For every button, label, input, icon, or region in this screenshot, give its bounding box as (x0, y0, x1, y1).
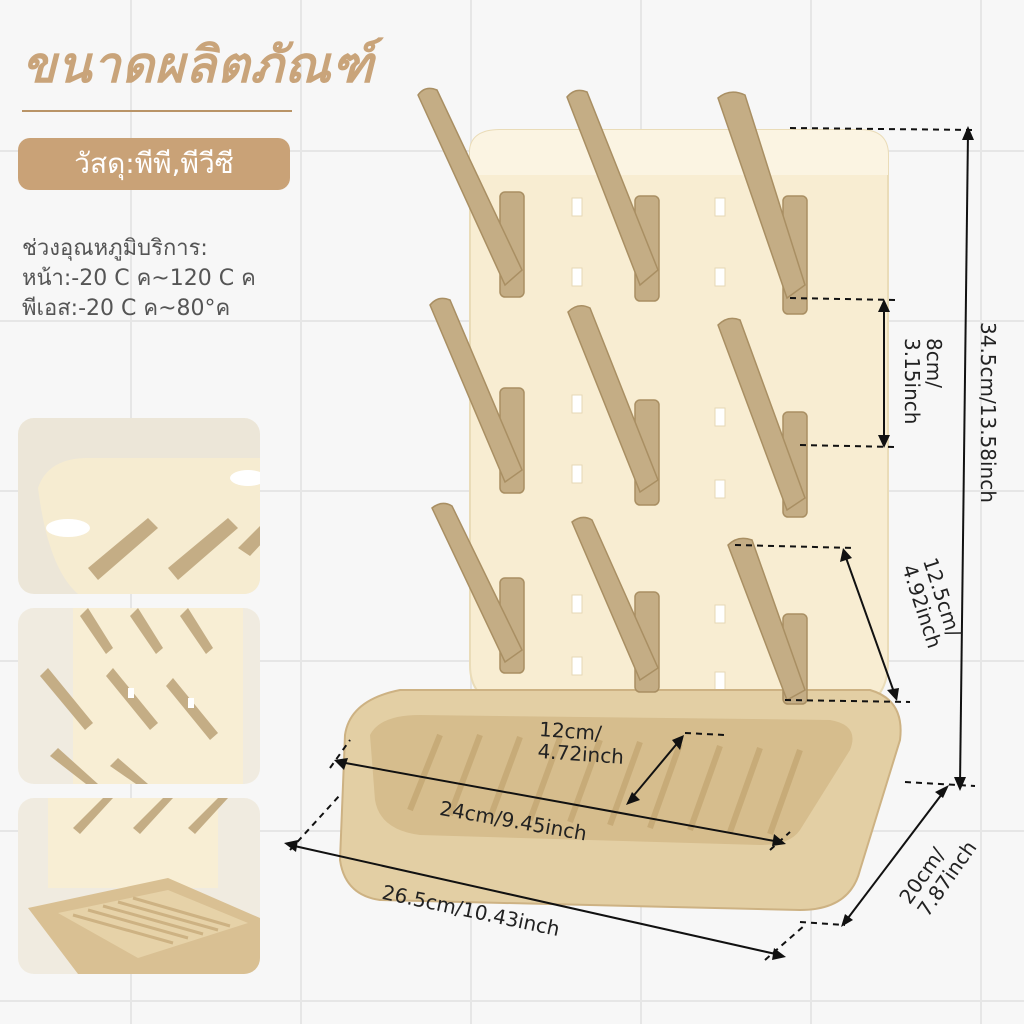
panel-holes (571, 197, 726, 691)
material-badge: วัสดุ:พีพี,พีวีซี (18, 138, 290, 190)
arrow-heads (284, 126, 974, 960)
title-underline (22, 110, 292, 112)
temperature-info: ช่วงอุณหภูมิบริการ: หน้า:-20 C ค~120 C ค… (22, 234, 256, 324)
thumbnail-hooks-view (18, 608, 260, 784)
hooks (417, 87, 808, 705)
page-title: ขนาดผลิตภัณฑ์ (22, 36, 375, 94)
dim-hook-spacing-label: 8cm/ 3.15inch (900, 338, 946, 425)
temperature-heading: ช่วงอุณหภูมิบริการ: (22, 236, 208, 261)
tray-ridges (407, 733, 803, 836)
dimension-lines (289, 127, 976, 961)
rack-back-panel (469, 129, 889, 706)
temperature-line-1: หน้า:-20 C ค~120 C ค (22, 266, 256, 291)
dim-height-label: 34.5cm/13.58inch (976, 322, 1000, 503)
temperature-line-2: พีเอส:-20 C ค~80°ค (22, 296, 231, 321)
thumbnail-top-view (18, 418, 260, 594)
thumbnail-tray-view (18, 798, 260, 974)
dim-tray-inner-depth-label: 12cm/ 4.72inch (536, 717, 625, 769)
